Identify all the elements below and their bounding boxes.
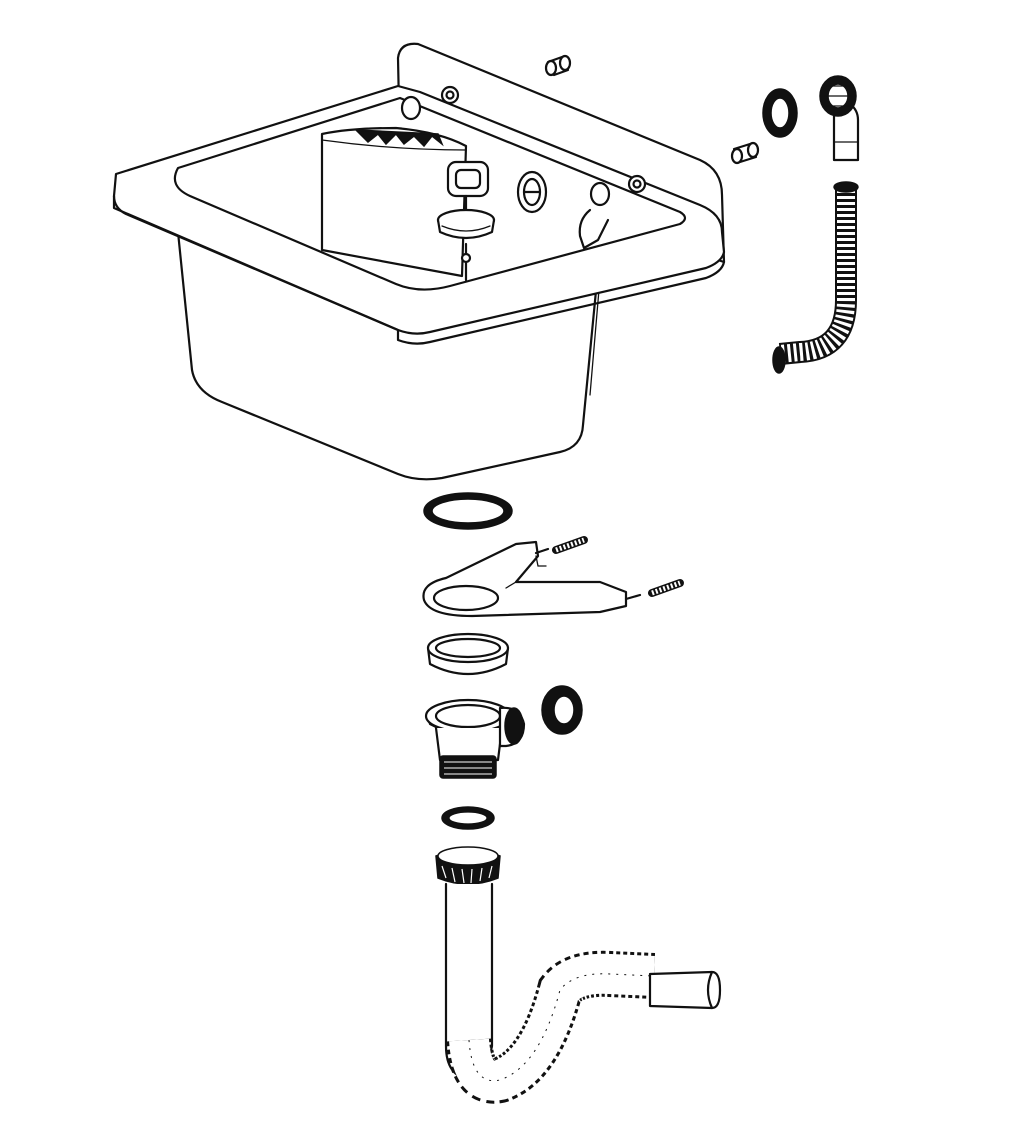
seal-ring-icon [762,88,798,138]
wall-bolts [544,54,760,165]
screw-icon [552,536,684,597]
sink-plug-icon [436,160,496,282]
gasket-icon [423,492,513,530]
bolt-icon [440,85,647,194]
o-ring-icon [441,806,495,830]
bracket-icon [422,540,642,618]
corrugated-hose-icon [772,181,859,374]
flexible-siphon-icon [435,846,722,1104]
elbow-fitting-icon [819,75,860,162]
utility-sink-icon [112,42,726,481]
threaded-ring-icon [426,632,510,676]
drain-strainer-icon [424,698,526,779]
nut-icon [541,685,583,735]
